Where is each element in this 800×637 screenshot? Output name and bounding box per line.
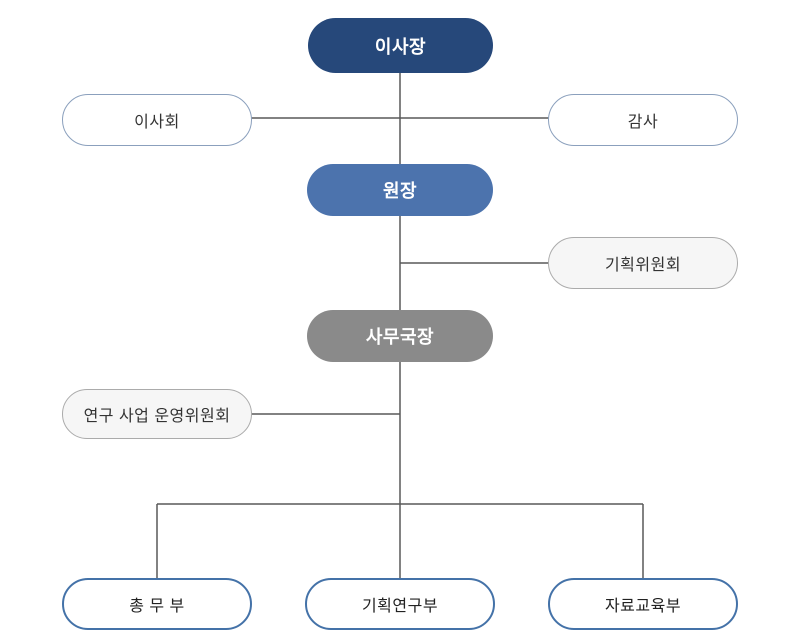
node-dept-general-affairs-label: 총 무 부 [129,598,185,615]
node-planning-committee: 기획위원회 [548,237,738,289]
node-director-label: 원장 [382,181,418,201]
node-dept-data-education-label: 자료교육부 [604,598,682,615]
node-secretary-general-label: 사무국장 [365,327,435,347]
node-chairman-label: 이사장 [374,36,427,57]
node-audit-label: 감사 [627,114,659,131]
node-dept-planning-research: 기획연구부 [305,578,495,630]
node-planning-committee-label: 기획위원회 [604,257,682,274]
node-board: 이사회 [62,94,252,146]
node-research-committee: 연구 사업 운영위원회 [62,389,252,439]
node-secretary-general: 사무국장 [307,310,493,362]
node-dept-planning-research-label: 기획연구부 [361,598,439,615]
node-dept-general-affairs: 총 무 부 [62,578,252,630]
node-audit: 감사 [548,94,738,146]
node-chairman: 이사장 [308,18,493,73]
node-director: 원장 [307,164,493,216]
node-dept-data-education: 자료교육부 [548,578,738,630]
node-research-committee-label: 연구 사업 운영위원회 [83,408,231,425]
node-board-label: 이사회 [134,114,180,131]
